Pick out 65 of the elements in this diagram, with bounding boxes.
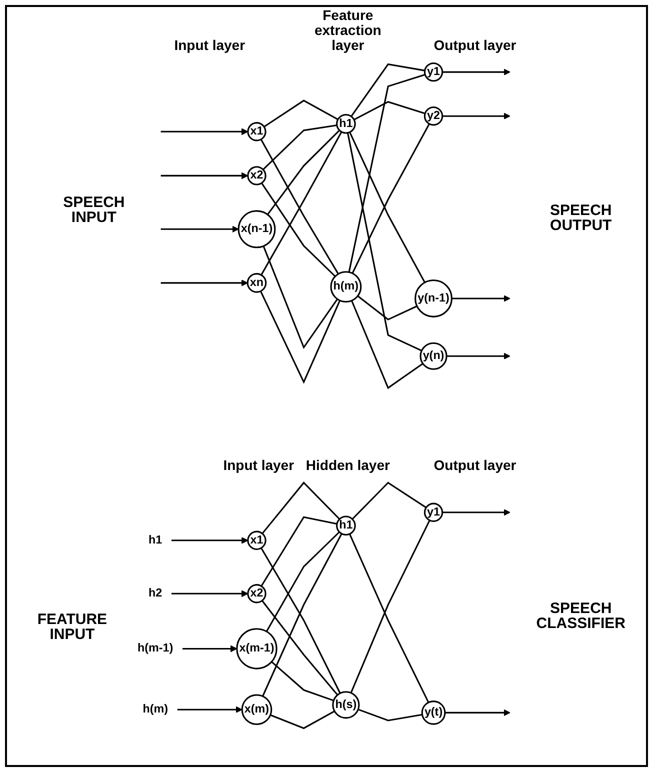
neuron-circle: x2 [247,166,266,186]
neuron-circle: y1 [424,62,444,82]
connector [260,516,338,587]
arrow [452,295,510,302]
arrow [160,226,239,233]
arrow [446,352,510,360]
connector [262,600,338,696]
neuron-circle: x1 [247,531,266,550]
neuron-circle: h(m) [330,271,362,303]
connector [357,296,418,321]
arrow [160,128,248,136]
connector [264,100,338,128]
arrow [172,537,248,544]
connector [346,132,422,352]
neuron-circle: h1 [336,516,356,536]
neuron-circle: x1 [247,122,266,142]
arrow [160,172,248,180]
neuron-circle: y2 [424,106,444,126]
connector [349,132,426,284]
arrow [160,280,248,287]
arrow [172,590,248,598]
connector [354,101,426,121]
connector [271,661,334,702]
connector [352,124,430,274]
arrow [177,706,242,714]
connector [350,64,425,118]
connector [348,534,430,704]
input-signal-label: h1 [148,533,162,547]
arrow [442,68,510,76]
arrow [182,646,238,652]
layer-heading: Input layer [174,38,246,54]
connector [262,482,340,534]
connector [262,124,338,170]
connector [262,246,338,350]
layer-heading: Input layer [223,458,294,473]
neuron-circle: x(m-1) [236,628,278,670]
connector [350,520,430,694]
neuron-circle: h(s) [332,691,360,719]
input-signal-label: h(m) [142,702,168,716]
arrow [442,509,510,516]
connector [266,130,340,216]
input-signal-label: h(m-1) [138,642,174,655]
neuron-circle: y(n-1) [414,280,452,318]
neuron-circle: xn [246,273,267,294]
connector [266,532,340,632]
neuron-circle: h1 [336,114,356,134]
neuron-circle: y(n) [420,342,448,370]
connector [260,291,341,384]
connector [261,182,336,278]
connector [270,710,335,730]
neuron-circle: x(m) [241,694,272,726]
layer-heading: Output layer [434,38,516,54]
neuron-circle: x2 [247,584,266,604]
connector [350,300,424,390]
connector [348,74,426,273]
neuron-circle: y1 [424,503,444,522]
layer-heading: Output layer [434,458,516,473]
neuron-circle: x(n-1) [238,210,276,248]
arrow [444,710,510,716]
arrow [442,112,510,120]
neuron-circle: y(t) [421,700,446,726]
connector [358,708,422,722]
connector [352,482,427,520]
input-signal-label: h2 [148,586,162,600]
layer-heading: Hidden layer [306,458,390,473]
